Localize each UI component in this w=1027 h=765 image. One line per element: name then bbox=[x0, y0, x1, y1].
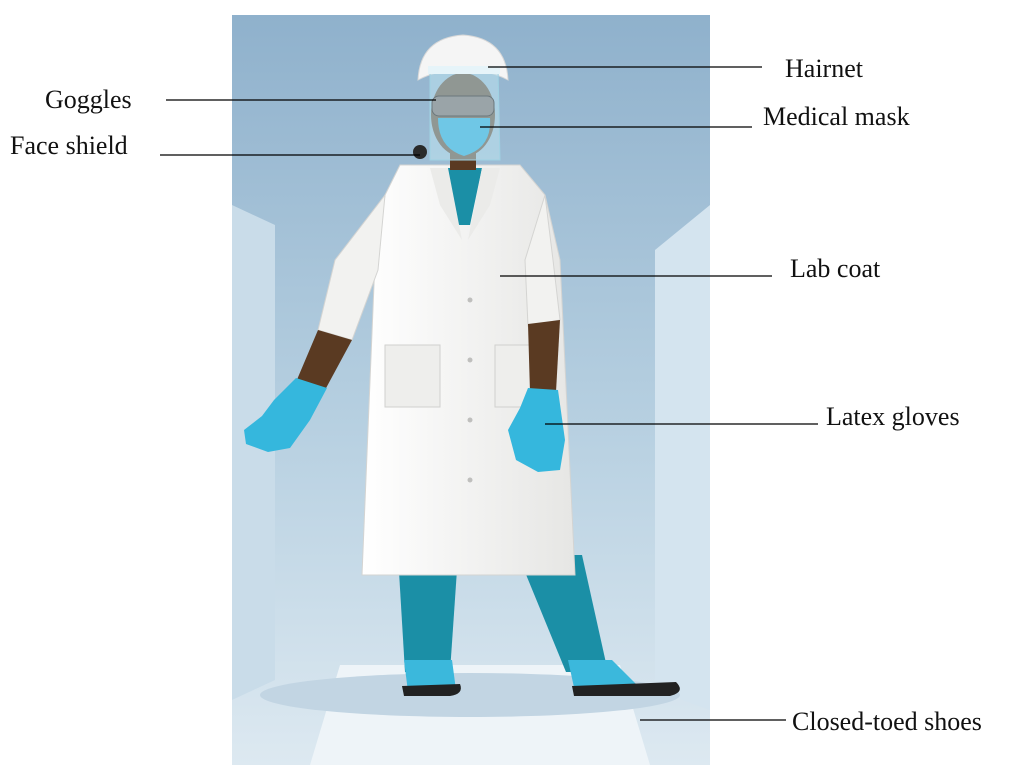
latex-gloves-label: Latex gloves bbox=[826, 404, 960, 430]
lab-coat-label: Lab coat bbox=[790, 256, 880, 282]
coat-button bbox=[468, 358, 473, 363]
left-shoe-sole bbox=[402, 684, 461, 696]
medical-mask-label: Medical mask bbox=[763, 104, 910, 130]
left-wall bbox=[232, 205, 275, 700]
coat-button bbox=[468, 298, 473, 303]
hair-bun bbox=[413, 145, 427, 159]
goggles-label: Goggles bbox=[45, 87, 132, 113]
coat-button bbox=[468, 478, 473, 483]
hairnet-label: Hairnet bbox=[785, 56, 863, 82]
right-wall bbox=[655, 205, 710, 710]
face-shield-label: Face shield bbox=[10, 133, 128, 159]
left-pocket bbox=[385, 345, 440, 407]
goggles bbox=[432, 96, 494, 116]
right-forearm bbox=[528, 320, 560, 392]
coat-button bbox=[468, 418, 473, 423]
closed-toed-shoes-label: Closed-toed shoes bbox=[792, 709, 982, 735]
